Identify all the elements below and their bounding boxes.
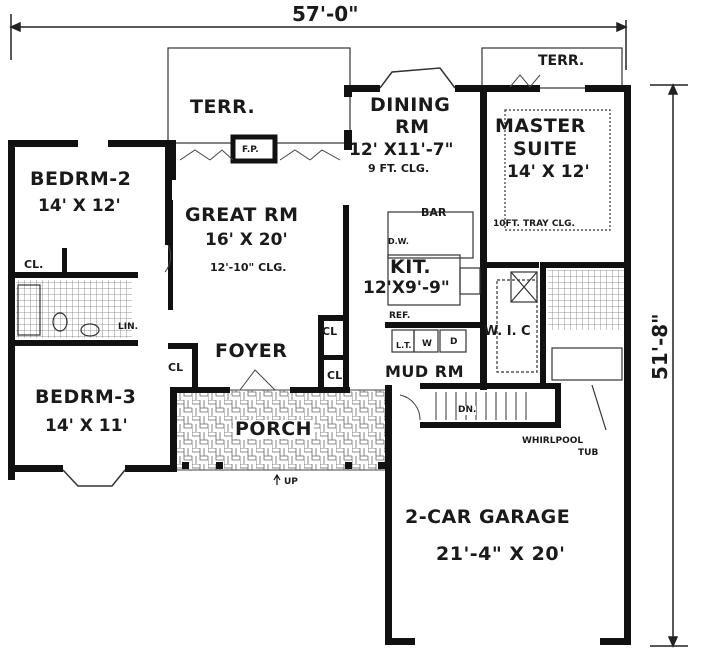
porch-up-label: UP [284,477,298,487]
washer [413,329,439,353]
closet-bed3-label: CL [168,361,184,374]
garage-name: 2-CAR GARAGE [405,506,571,528]
whirlpool-tub-label: TUB [578,448,599,458]
terrace-right [481,47,623,89]
porch-name: PORCH [233,418,315,440]
tray-ceiling [504,109,611,231]
great-room-size: 16' X 20' [205,230,288,250]
fireplace [230,134,278,164]
width-dimension-line [9,14,628,70]
dryer-label: D [450,337,458,347]
master-bath-tile [548,270,626,330]
washer-label: W [422,339,432,349]
linen-closet-label: LIN. [118,322,139,332]
dining-bay-window [379,67,456,89]
kitchen-size: 12'X9'-9" [363,278,450,298]
closet-foyer2-label: CL [327,369,343,382]
foyer-name: FOYER [215,340,288,362]
range [459,267,481,295]
bedroom3-size: 14' X 11' [45,416,128,436]
dining-room-name2: RM [395,116,430,138]
laundry-tub-label: L.T. [396,341,412,350]
whirlpool-tub [551,347,623,381]
whirlpool-label: WHIRLPOOL [522,436,584,446]
overall-width-label: 57'-0" [292,2,359,26]
kitchen-bar [387,211,474,259]
bar-label: BAR [421,206,447,219]
fireplace-label: F.P. [242,145,259,155]
closet-bed2-label: CL. [24,258,44,271]
kitchen-name: KIT. [390,256,432,278]
garage-size: 21'-4" X 20' [436,543,566,565]
bedroom3-bay-window [62,469,126,487]
terrace-right-label: TERR. [538,53,585,69]
wic-shelf [496,279,538,373]
dryer [439,329,467,353]
dining-room-size: 12' X11'-7" [349,140,454,160]
wic-name: W. I. C [484,324,531,339]
bedroom3-name: BEDRM-3 [35,386,137,408]
depth-dimension-line [650,83,688,648]
dining-room-name: DINING [370,94,451,116]
mud-room-name: MUD RM [385,362,465,381]
great-room-name: GREAT RM [185,204,299,226]
closet-foyer1-label: CL [322,325,338,338]
bedroom2-name: BEDRM-2 [30,168,132,190]
terrace-left-label: TERR. [190,96,256,118]
bath2-tub [17,284,41,336]
dishwasher-label: D.W. [388,237,409,246]
great-room-ceiling: 12'-10" CLG. [210,261,287,274]
dining-room-ceiling: 9 FT. CLG. [368,162,430,175]
bedroom2-size: 14' X 12' [38,196,121,216]
master-suite-ceiling: 10FT. TRAY CLG. [493,219,575,229]
bath2-tile [16,280,132,338]
master-suite-name: MASTER [495,115,586,137]
master-suite-name2: SUITE [513,138,578,160]
stairs-down-label: DN. [458,405,477,415]
overall-depth-label: 51'-8" [648,313,672,380]
refrigerator-label: REF. [389,311,411,321]
master-suite-size: 14' X 12' [507,162,590,182]
